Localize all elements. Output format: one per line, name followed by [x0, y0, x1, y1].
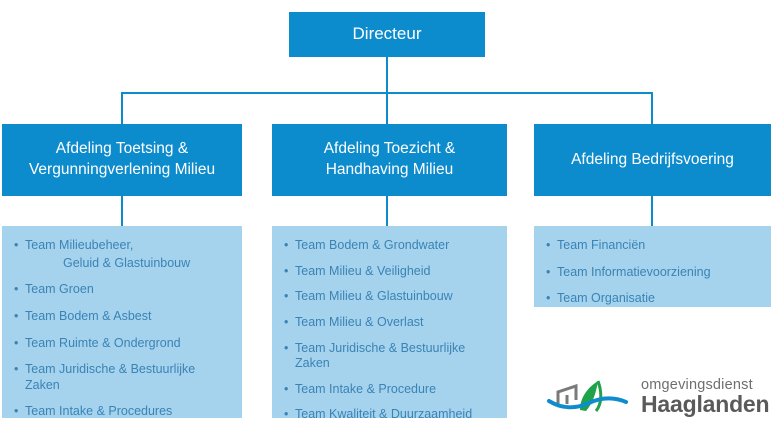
bullet-icon: •	[284, 238, 289, 252]
list-item[interactable]: • Team Intake & Procedures	[14, 404, 232, 420]
list-item[interactable]: • Team Organisatie	[546, 291, 761, 307]
connector-drop-dept-2	[386, 92, 388, 124]
dept-2-title-line-1: Afdeling Toezicht &	[323, 140, 456, 158]
node-afdeling-toezicht-handhaving-milieu[interactable]: Afdeling Toezicht & Handhaving Milieu	[272, 124, 507, 196]
connector-dept-1-to-teams	[121, 196, 123, 226]
list-item[interactable]: • Team Milieu & Veiligheid	[284, 264, 497, 280]
team-label: Team Intake & Procedure	[295, 381, 437, 396]
dept-1-title: Afdeling Toetsing & Vergunningverlening …	[29, 139, 215, 181]
connector-dept-3-to-teams	[651, 196, 653, 226]
team-label: Team Ruimte & Ondergrond	[25, 335, 181, 350]
team-label: Team Milieu & Veiligheid	[295, 263, 431, 278]
bullet-icon: •	[284, 381, 289, 396]
bullet-icon: •	[14, 335, 19, 350]
dept-2-title-line-2: Handhaving Milieu	[325, 161, 454, 178]
connector-drop-dept-3	[651, 92, 653, 124]
bullet-icon: •	[14, 362, 19, 377]
list-item[interactable]: • Team Milieu & Glastuinbouw	[284, 289, 497, 305]
team-label: Team Kwaliteit & Duurzaamheid	[295, 407, 473, 422]
list-item[interactable]: • Team Ruimte & Ondergrond	[14, 336, 232, 352]
dept-1-title-line-1: Afdeling Toetsing &	[55, 140, 189, 158]
list-item[interactable]: • Team Juridische & Bestuurlijke Zaken	[284, 341, 497, 372]
bullet-icon: •	[546, 238, 551, 252]
team-label: Team Informatievoorziening	[557, 264, 711, 279]
list-item[interactable]: • Team Financiën	[546, 238, 761, 254]
list-item[interactable]: • Team Groen	[14, 282, 232, 298]
logo-wordmark: omgevingsdienst Haaglanden	[641, 376, 770, 418]
bullet-icon: •	[284, 340, 289, 355]
node-directeur[interactable]: Directeur	[289, 12, 485, 57]
bullet-icon: •	[284, 289, 289, 304]
bullet-icon: •	[284, 263, 289, 278]
team-label: Team Bodem & Grondwater	[295, 238, 450, 252]
team-label: Team Milieubeheer,	[25, 238, 134, 252]
dept-2-title: Afdeling Toezicht & Handhaving Milieu	[324, 139, 456, 181]
team-panel-afdeling-toetsing-vergunningverlening-milieu: • Team Milieubeheer, Geluid & Glastuinbo…	[2, 226, 242, 418]
team-label: Team Juridische & Bestuurlijke Zaken	[295, 340, 466, 371]
team-label: Team Intake & Procedures	[25, 404, 173, 419]
bullet-icon: •	[546, 264, 551, 279]
dept-3-title-line-1: Afdeling Bedrijfsvoering	[571, 150, 734, 168]
node-afdeling-toetsing-vergunningverlening-milieu[interactable]: Afdeling Toetsing & Vergunningverlening …	[2, 124, 242, 196]
connector-drop-dept-1	[121, 92, 123, 124]
list-item[interactable]: • Team Milieubeheer, Geluid & Glastuinbo…	[14, 238, 232, 271]
node-directeur-label: Directeur	[352, 24, 422, 44]
team-label-continuation: Geluid & Glastuinbouw	[63, 255, 191, 270]
list-item[interactable]: • Team Juridische & Bestuurlijke Zaken	[14, 362, 232, 393]
logo-line-1: omgevingsdienst	[641, 376, 753, 393]
list-item[interactable]: • Team Bodem & Grondwater	[284, 238, 497, 254]
list-item[interactable]: • Team Bodem & Asbest	[14, 309, 232, 325]
team-label: Team Juridische & Bestuurlijke Zaken	[25, 362, 196, 392]
list-item[interactable]: • Team Informatievoorziening	[546, 265, 761, 281]
team-label: Team Groen	[25, 282, 94, 297]
bullet-icon: •	[14, 282, 19, 297]
team-label: Team Financiën	[557, 238, 646, 252]
list-item[interactable]: • Team Kwaliteit & Duurzaamheid	[284, 407, 497, 423]
bullet-icon: •	[284, 314, 289, 329]
bullet-icon: •	[14, 404, 19, 419]
team-label: Team Organisatie	[557, 291, 655, 306]
list-item[interactable]: • Team Intake & Procedure	[284, 382, 497, 398]
team-label: Team Bodem & Asbest	[25, 308, 152, 323]
dept-3-title: Afdeling Bedrijfsvoering	[571, 150, 734, 171]
team-panel-afdeling-bedrijfsvoering: • Team Financiën • Team Informatievoorzi…	[534, 226, 771, 307]
omgevingsdienst-haaglanden-logo-icon	[547, 380, 628, 412]
connector-root-down	[386, 57, 388, 93]
team-panel-afdeling-toezicht-handhaving-milieu: • Team Bodem & Grondwater • Team Milieu …	[272, 226, 507, 421]
logo: omgevingsdienst Haaglanden	[546, 372, 770, 422]
dept-1-title-line-2: Vergunningverlening Milieu	[28, 161, 216, 178]
bullet-icon: •	[546, 291, 551, 306]
bullet-icon: •	[14, 308, 19, 323]
team-label: Team Milieu & Glastuinbouw	[295, 289, 453, 304]
list-item[interactable]: • Team Milieu & Overlast	[284, 315, 497, 331]
connector-dept-2-to-teams	[386, 196, 388, 226]
bullet-icon: •	[284, 407, 289, 422]
bullet-icon: •	[14, 238, 19, 252]
node-afdeling-bedrijfsvoering[interactable]: Afdeling Bedrijfsvoering	[534, 124, 771, 196]
team-label: Team Milieu & Overlast	[295, 314, 424, 329]
logo-line-2: Haaglanden	[641, 391, 770, 418]
